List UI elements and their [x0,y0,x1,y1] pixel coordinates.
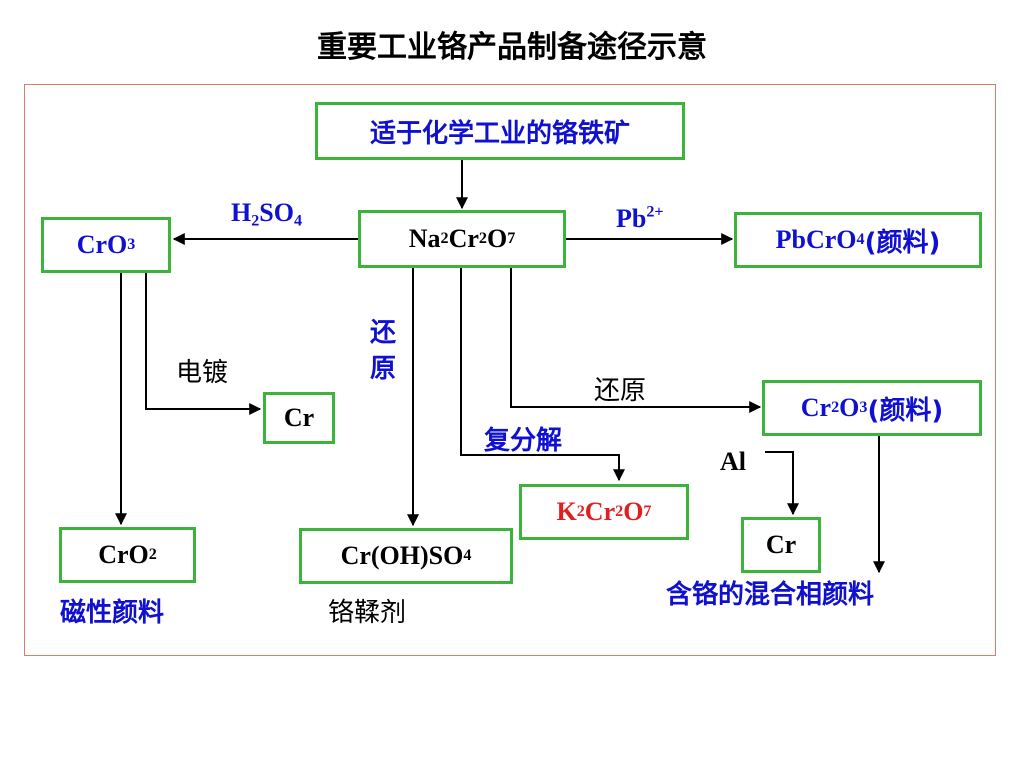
label-reduce: 还原 [594,376,647,406]
node-chromite-ore: 适于化学工业的铬铁矿 [315,102,685,160]
label-tanning-agent: 铬鞣剂 [328,598,407,628]
node-cr-plating: Cr [263,392,335,444]
label-electroplating: 电镀 [176,358,229,388]
node-cr-al: Cr [741,517,821,573]
label-reduce-vertical-top: 还 [370,318,397,348]
label-h2so4: H2SO4 [231,198,303,230]
node-chromite-ore-label: 适于化学工业的铬铁矿 [369,118,630,149]
arrow-cr2o3-to-cr-al [765,451,799,516]
arrow-dichromate-to-k2cr2o7 [460,268,625,482]
diagram-title: 重要工业铬产品制备途径示意 [317,30,707,65]
label-reduce-vertical-bottom: 原 [370,354,397,384]
label-magnetic-pigment: 磁性颜料 [60,598,165,628]
arrow-dichromate-to-cr2o3 [510,268,762,413]
arrow-cro3-to-cr-plating [145,273,262,415]
diagram-frame [24,84,996,656]
label-mixed-pigment: 含铬的混合相颜料 [666,580,875,610]
label-al: Al [720,447,746,476]
label-double-decomposition: 复分解 [484,426,563,456]
label-pb2plus: Pb2+ [616,203,664,233]
